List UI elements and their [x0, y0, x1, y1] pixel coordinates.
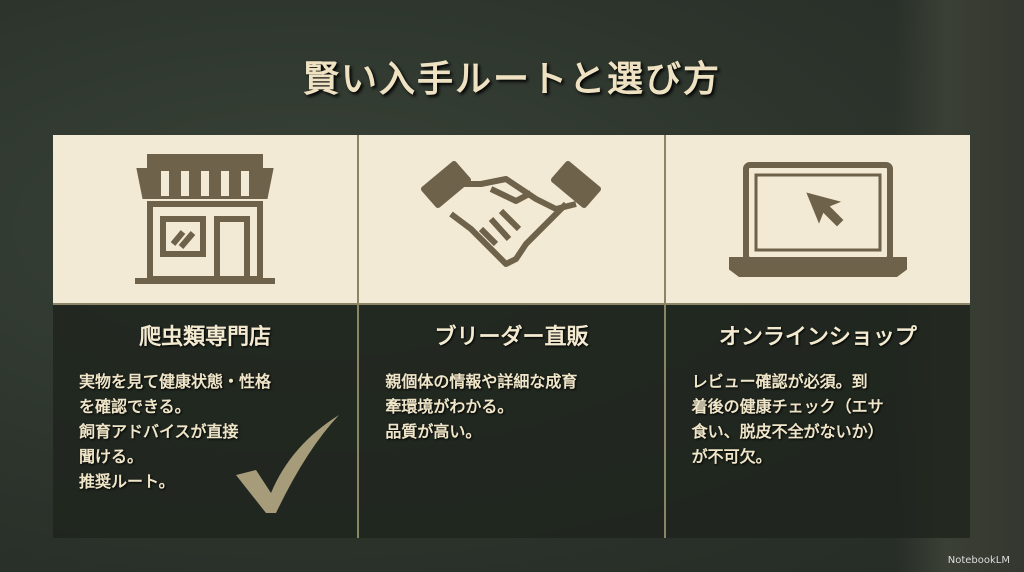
handshake-icon [421, 161, 602, 267]
card-body: 親個体の情報や詳細な成育 牽環境がわかる。 品質が高い。 [385, 372, 578, 441]
card-body: 実物を見て健康状態・性格 を確認できる。 飼育アドバイスが直接 聞ける。 推奨ル… [79, 372, 272, 491]
card-online-shop: オンラインショップ レビュー確認が必須。到 着後の健康チェック（エサ 食い、脱皮… [665, 135, 970, 538]
page-title: 賢い入手ルートと選び方 [302, 58, 721, 100]
checkmark-icon [236, 415, 339, 513]
card-heading: ブリーダー直販 [434, 325, 589, 350]
laptop-icon [728, 162, 907, 277]
storefront-icon [135, 154, 276, 284]
card-body: レビュー確認が必須。到 着後の健康チェック（エサ 食い、脱皮不全がないか） が不… [691, 372, 884, 466]
card-breeder: ブリーダー直販 親個体の情報や詳細な成育 牽環境がわかる。 品質が高い。 [359, 135, 666, 538]
cards: 爬虫類専門店 実物を見て健康状態・性格 を確認できる。 飼育アドバイスが直接 聞… [53, 135, 970, 538]
card-heading: 爬虫類専門店 [139, 325, 272, 350]
notebooklm-watermark: NotebookLM [947, 555, 1010, 566]
card-heading: オンラインショップ [718, 325, 917, 350]
card-specialty-store: 爬虫類専門店 実物を見て健康状態・性格 を確認できる。 飼育アドバイスが直接 聞… [53, 135, 360, 538]
